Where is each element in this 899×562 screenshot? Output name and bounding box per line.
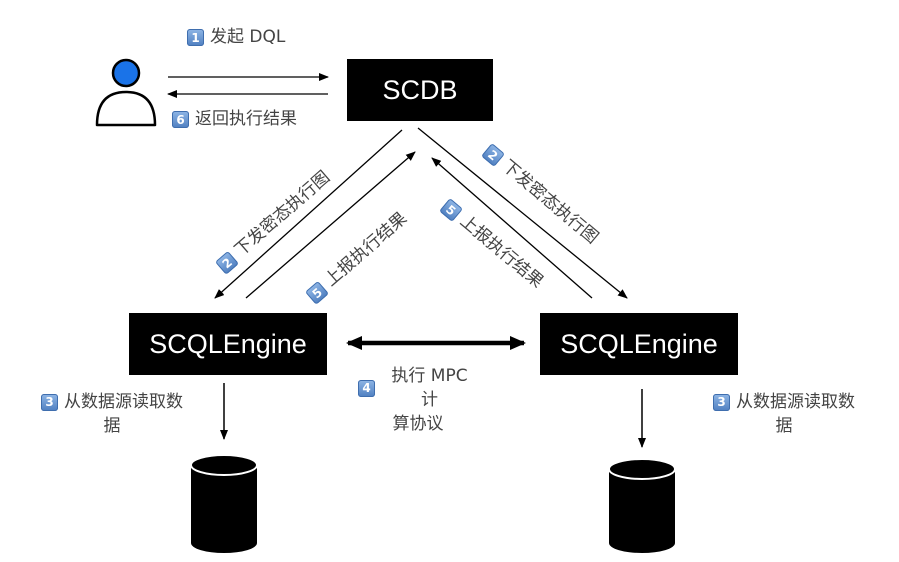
database-left-icon	[190, 454, 258, 553]
step-3-right-badge: 3	[713, 393, 730, 411]
step-4-text-line1: 执行 MPC 计	[391, 366, 468, 410]
step-6-text: 返回执行结果	[195, 109, 297, 129]
user-icon	[95, 58, 157, 127]
step-3-right-text-line1: 从数据源读取数	[736, 392, 855, 412]
arrow-report-right	[431, 157, 593, 299]
step-4-text-line2: 算协议	[392, 414, 444, 434]
scqlengine-left-node: SCQLEngine	[129, 313, 327, 375]
scdb-node: SCDB	[347, 59, 493, 121]
step-4-label: 4 执行 MPC 计 算协议	[358, 364, 478, 436]
arrow-report-left	[245, 151, 416, 299]
step-3-left-label: 3 从数据源读取数 据	[24, 390, 200, 438]
step-4-badge: 4	[358, 379, 375, 397]
step-6-badge: 6	[172, 111, 189, 128]
arrow-dispatch-right	[417, 127, 628, 299]
step-3-left-text-line1: 从数据源读取数	[64, 392, 183, 412]
scqlengine-right-node: SCQLEngine	[540, 313, 738, 375]
step-3-left-badge: 3	[41, 393, 58, 411]
step-1-label: 1 发起 DQL	[187, 29, 285, 46]
step-1-badge: 1	[187, 29, 204, 46]
step-1-text: 发起 DQL	[210, 27, 286, 47]
database-right-icon	[608, 458, 676, 553]
step-3-left-text-line2: 据	[103, 416, 121, 436]
step-3-right-label: 3 从数据源读取数 据	[695, 390, 873, 438]
step-6-label: 6 返回执行结果	[172, 111, 297, 128]
arrow-dispatch-left	[214, 129, 403, 299]
step-3-right-text-line2: 据	[775, 416, 793, 436]
